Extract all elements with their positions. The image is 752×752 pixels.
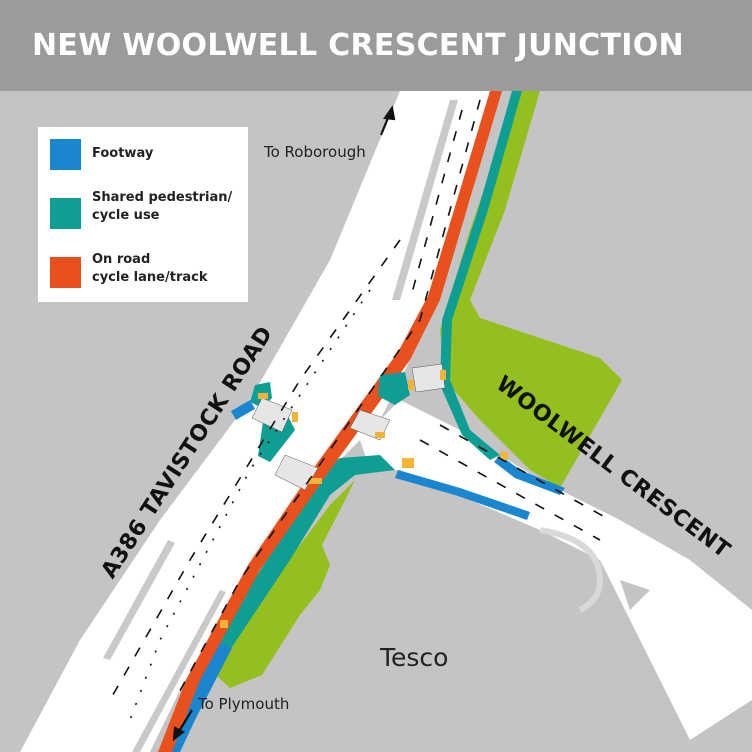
plymouth-arrow-icon <box>172 709 193 742</box>
legend-item-cycle-lane: On road cycle lane/track <box>50 251 207 288</box>
cycle-lane-a386 <box>158 91 502 752</box>
shared-swatch <box>50 198 81 229</box>
map-legend: Footway Shared pedestrian/ cycle use On … <box>38 127 248 302</box>
crossing-a386-south <box>274 454 319 491</box>
page-title: NEW WOOLWELL CRESCENT JUNCTION <box>32 28 684 63</box>
triangle-island <box>620 580 650 610</box>
central-island-north <box>392 100 458 300</box>
roborough-arrow-icon <box>379 105 396 136</box>
lane-markings <box>109 99 611 701</box>
footway-west-stub <box>230 400 256 420</box>
label-to-plymouth: To Plymouth <box>198 695 290 713</box>
woolwell-crescent-carriageway <box>360 400 752 740</box>
legend-label: On road <box>92 252 151 267</box>
footway-woolwell-north <box>494 455 565 495</box>
cycle-lane-swatch <box>50 257 81 288</box>
legend-label: cycle lane/track <box>92 270 208 285</box>
central-island-south <box>132 590 226 752</box>
crossing-a386-north <box>251 397 293 433</box>
legend-label: Shared pedestrian/ <box>92 190 233 205</box>
footway-swatch <box>50 139 81 170</box>
verge-south <box>205 480 355 688</box>
legend-item-footway: Footway <box>50 139 153 170</box>
shared-path-southwest <box>215 455 395 650</box>
label-to-roborough: To Roborough <box>264 143 366 161</box>
legend-label: cycle use <box>92 208 160 223</box>
central-island-west <box>103 540 175 660</box>
footway-woolwell-south <box>395 470 530 520</box>
shared-island-junction <box>378 372 410 405</box>
legend-item-shared: Shared pedestrian/ cycle use <box>50 189 232 229</box>
crossing-woolwell <box>411 363 446 393</box>
junction-map <box>0 91 752 752</box>
label-tesco: Tesco <box>380 643 449 672</box>
header-banner: NEW WOOLWELL CRESCENT JUNCTION <box>0 0 752 91</box>
bellmouth-curve <box>539 527 604 613</box>
legend-label: Footway <box>92 146 154 161</box>
